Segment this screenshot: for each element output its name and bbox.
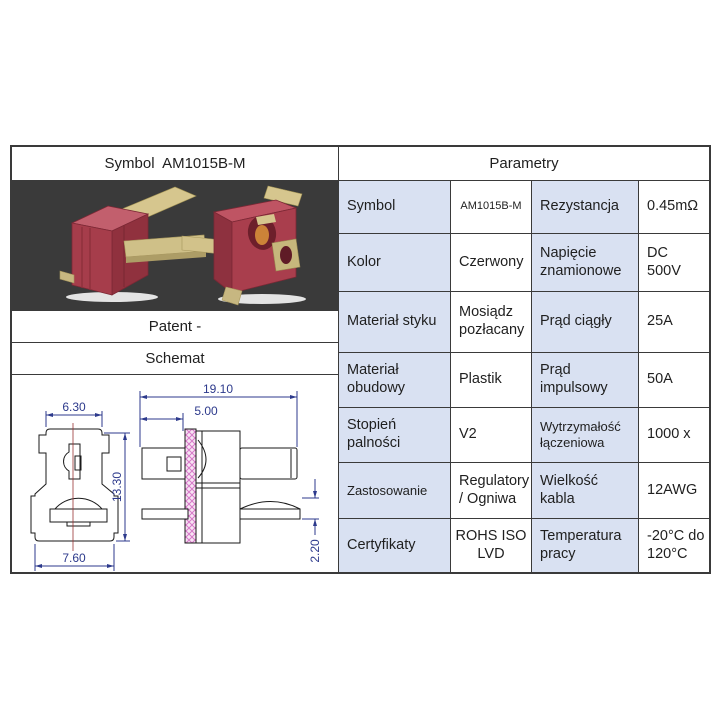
- param-value-cell: AM1015B-M: [451, 181, 531, 233]
- param-value-cell: ROHS ISO LVD: [451, 519, 531, 572]
- param-value-cell: 25A: [639, 292, 709, 352]
- param-label-cell: Certyfikaty: [339, 519, 450, 572]
- param-value-cell: -20°C do 120°C: [639, 519, 709, 572]
- param-label-cell: Zastosowanie: [339, 463, 450, 518]
- param-label-cell: Materiał styku: [339, 292, 450, 352]
- parameters-header: Parametry: [339, 147, 709, 180]
- dim-flange-offset-label: 5.00: [194, 404, 218, 418]
- param-label-cell: Wielkość kabla: [532, 463, 638, 518]
- param-value-cell: 12AWG: [639, 463, 709, 518]
- param-label-cell: Prąd impulsowy: [532, 353, 638, 407]
- param-label-cell: Prąd ciągły: [532, 292, 638, 352]
- param-value-cell: DC 500V: [639, 234, 709, 291]
- side-view: [141, 428, 301, 544]
- patent-row: Patent -: [12, 311, 338, 342]
- param-value-cell: Mosiądz pozłacany: [451, 292, 531, 352]
- dim-total-length-label: 19.10: [203, 382, 233, 396]
- param-value-cell: Plastik: [451, 353, 531, 407]
- parameters-pane: Parametry Symbol AM1015B-M Rezystancja 0…: [339, 147, 709, 572]
- param-label-cell: Symbol: [339, 181, 450, 233]
- connector-left-illustration: [59, 186, 207, 302]
- param-label-cell: Stopień palności: [339, 408, 450, 462]
- side-view-dimensions: [139, 391, 319, 535]
- dim-height-label: 13.30: [110, 472, 124, 502]
- param-value-cell: V2: [451, 408, 531, 462]
- param-label-cell: Wytrzymałość łączeniowa: [532, 408, 638, 462]
- param-value-cell: Regulatory / Ogniwa: [451, 463, 531, 518]
- front-view-dimensions: [34, 411, 130, 571]
- param-label-cell: Materiał obudowy: [339, 353, 450, 407]
- param-label-cell: Temperatura pracy: [532, 519, 638, 572]
- schemat-row: Schemat: [12, 343, 338, 374]
- param-value-cell: 0.45mΩ: [639, 181, 709, 233]
- param-label-cell: Kolor: [339, 234, 450, 291]
- product-symbol-header: Symbol AM1015B-M: [12, 147, 338, 180]
- left-pane: Symbol AM1015B-M: [12, 147, 338, 572]
- dim-pin-thickness-label: 2.20: [308, 539, 322, 563]
- connector-right-illustration: [181, 185, 306, 306]
- technical-drawing: 6.30 13.30 7.60: [12, 375, 338, 572]
- dim-top-width-label: 6.30: [62, 400, 86, 414]
- spec-table: Symbol AM1015B-M: [10, 145, 711, 574]
- param-value-cell: 50A: [639, 353, 709, 407]
- param-value-cell: Czerwony: [451, 234, 531, 291]
- front-view: [30, 428, 119, 542]
- product-photo: [59, 185, 306, 306]
- param-label-cell: Napięcie znamionowe: [532, 234, 638, 291]
- param-label-cell: Rezystancja: [532, 181, 638, 233]
- param-value-cell: 1000 x: [639, 408, 709, 462]
- dim-bottom-width-label: 7.60: [62, 551, 86, 565]
